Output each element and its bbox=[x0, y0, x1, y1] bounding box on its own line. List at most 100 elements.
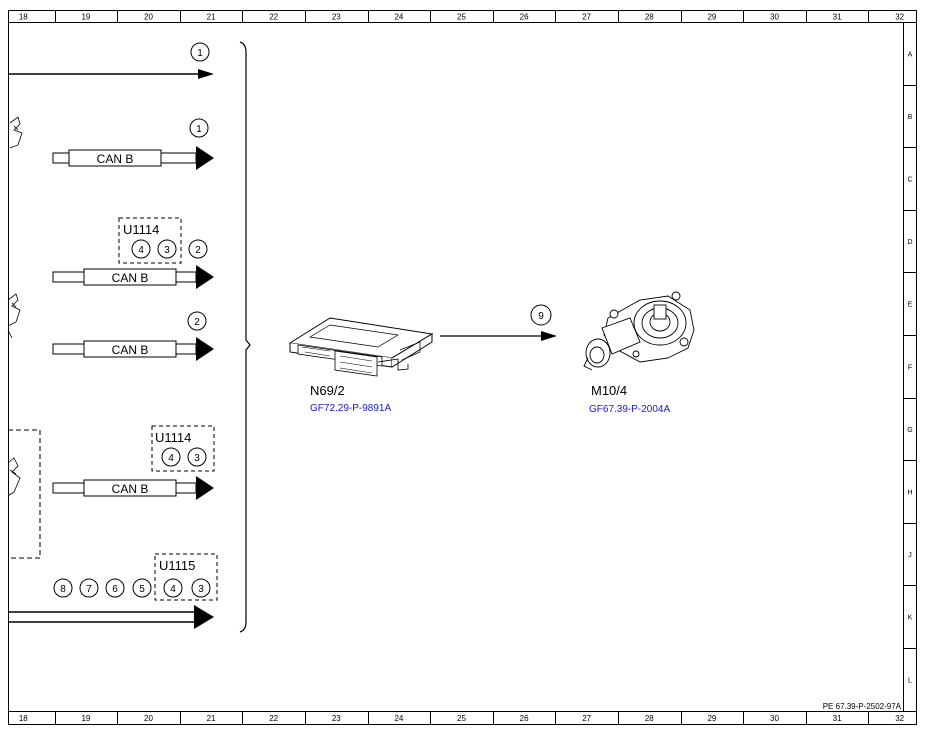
control-unit-illustration bbox=[288, 317, 434, 377]
marker-circle-2 bbox=[189, 118, 209, 138]
bottom-column-label: 19 bbox=[81, 714, 90, 723]
row7-circle-b bbox=[79, 578, 99, 598]
window-motor-illustration bbox=[583, 291, 695, 371]
marker-circle-1 bbox=[190, 42, 210, 62]
partial-dashed-box bbox=[8, 429, 41, 559]
component-sketch-1 bbox=[9, 116, 23, 149]
motor-link-circle bbox=[530, 304, 552, 326]
top-column-label: 28 bbox=[645, 13, 654, 22]
row-label: C bbox=[907, 177, 912, 184]
bottom-column-label: 30 bbox=[770, 714, 779, 723]
drawing-frame bbox=[8, 10, 917, 725]
bottom-column-label: 27 bbox=[582, 714, 591, 723]
fuse-box-2-circle-a bbox=[161, 447, 181, 467]
top-column-label: 26 bbox=[520, 13, 529, 22]
bottom-column-label: 23 bbox=[332, 714, 341, 723]
bus-label-box-2 bbox=[68, 149, 162, 167]
row7-item-d: 5 bbox=[139, 584, 145, 595]
motor-ref-link[interactable]: GF67.39-P-2004A bbox=[589, 404, 670, 415]
marker-text-3: 2 bbox=[195, 245, 201, 256]
bottom-column-label: 32 bbox=[895, 714, 904, 723]
row7-circle-c bbox=[105, 578, 125, 598]
fuse-box-1-item-b: 3 bbox=[164, 245, 170, 256]
bus-label-5: CAN B bbox=[112, 482, 149, 496]
fuse-box-2-label: U1114 bbox=[155, 430, 191, 445]
row-label: K bbox=[908, 615, 913, 622]
fuse-box-1-circle-a bbox=[131, 239, 151, 259]
row7-circle-f bbox=[191, 578, 211, 598]
top-column-label: 30 bbox=[770, 13, 779, 22]
row-label: L bbox=[908, 677, 912, 684]
row7-item-a: 8 bbox=[60, 584, 66, 595]
top-column-label: 23 bbox=[332, 13, 341, 22]
fuse-box-1-circle-b bbox=[157, 239, 177, 259]
component-sketch-3 bbox=[7, 457, 21, 497]
bottom-column-label: 29 bbox=[707, 714, 716, 723]
marker-text-2: 1 bbox=[196, 124, 202, 135]
motor-link-arrow bbox=[541, 331, 557, 341]
marker-text-1: 1 bbox=[197, 48, 203, 59]
arrow-head-1 bbox=[198, 69, 214, 79]
bottom-column-label: 31 bbox=[833, 714, 842, 723]
top-column-label: 22 bbox=[269, 13, 278, 22]
top-column-label: 27 bbox=[582, 13, 591, 22]
fuse-box-1-item-a: 4 bbox=[138, 245, 144, 256]
row-label: G bbox=[907, 427, 912, 434]
bottom-column-label: 24 bbox=[394, 714, 403, 723]
top-column-label: 20 bbox=[144, 13, 153, 22]
arrow-head-2 bbox=[196, 146, 214, 170]
row-label: A bbox=[908, 51, 913, 58]
top-column-label: 24 bbox=[394, 13, 403, 22]
top-column-label: 31 bbox=[833, 13, 842, 22]
arrow-head-5 bbox=[196, 476, 214, 500]
bus-label-box-4 bbox=[83, 340, 177, 358]
fuse-box-2-item-a: 4 bbox=[168, 453, 174, 464]
fuse-box-3 bbox=[154, 553, 218, 601]
row-label: H bbox=[907, 490, 912, 497]
component-sketch-2 bbox=[7, 293, 21, 339]
row-label: J bbox=[908, 552, 912, 559]
bottom-column-label: 18 bbox=[19, 714, 28, 723]
row-label: E bbox=[908, 302, 913, 309]
control-unit-ref-link[interactable]: GF72.29-P-9891A bbox=[310, 403, 391, 414]
marker-circle-3 bbox=[188, 239, 208, 259]
bus-label-2: CAN B bbox=[97, 152, 134, 166]
control-unit-id: N69/2 bbox=[310, 383, 345, 398]
bottom-column-label: 22 bbox=[269, 714, 278, 723]
row-label: D bbox=[907, 239, 912, 246]
marker-circle-4 bbox=[187, 311, 207, 331]
row7-circle-a bbox=[53, 578, 73, 598]
connector-brace bbox=[239, 41, 251, 633]
fuse-box-1-label: U1114 bbox=[123, 222, 159, 237]
fuse-box-2-item-b: 3 bbox=[194, 453, 200, 464]
row-label: B bbox=[908, 114, 913, 121]
bottom-column-label: 21 bbox=[207, 714, 216, 723]
top-column-label: 19 bbox=[81, 13, 90, 22]
document-id: PE 67.39-P-2502-97A bbox=[823, 702, 902, 711]
motor-link-text: 9 bbox=[538, 311, 544, 322]
row7-item-b: 7 bbox=[86, 584, 92, 595]
top-column-label: 25 bbox=[457, 13, 466, 22]
row-label: F bbox=[908, 364, 912, 371]
bottom-column-label: 25 bbox=[457, 714, 466, 723]
top-column-label: 18 bbox=[19, 13, 28, 22]
top-column-label: 21 bbox=[207, 13, 216, 22]
arrow-head-7 bbox=[194, 605, 214, 629]
fuse-box-3-label: U1115 bbox=[159, 558, 195, 573]
row7-item-c: 6 bbox=[112, 584, 118, 595]
top-column-label: 32 bbox=[895, 13, 904, 22]
row7-circle-d bbox=[132, 578, 152, 598]
bus-label-4: CAN B bbox=[112, 343, 149, 357]
row7-item-f: 3 bbox=[198, 584, 204, 595]
marker-text-4: 2 bbox=[194, 317, 200, 328]
bottom-column-label: 20 bbox=[144, 714, 153, 723]
fuse-box-2 bbox=[151, 425, 215, 472]
arrow-head-4 bbox=[196, 337, 214, 361]
motor-id: M10/4 bbox=[591, 383, 627, 398]
top-column-label: 29 bbox=[707, 13, 716, 22]
fuse-box-1 bbox=[118, 217, 182, 264]
bus-label-3: CAN B bbox=[112, 271, 149, 285]
row7-item-e: 4 bbox=[170, 584, 176, 595]
